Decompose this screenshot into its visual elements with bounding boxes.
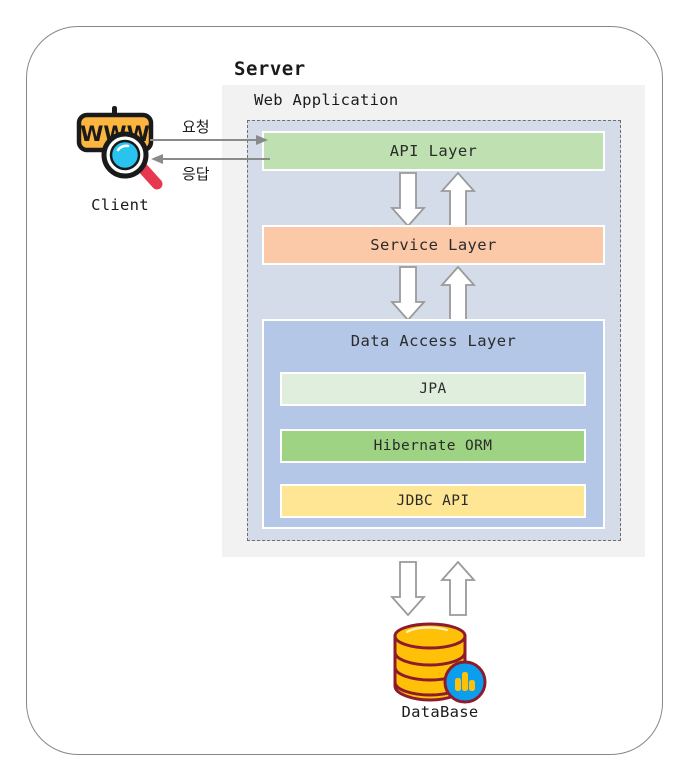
- client-label: Client: [91, 196, 149, 214]
- arrow-pair-service-dal: [378, 266, 488, 322]
- database-ring-1: [393, 651, 467, 667]
- server-title: Server: [234, 58, 306, 80]
- arrow-pair-svg: [389, 561, 477, 617]
- request-arrow-head-icon: [256, 135, 268, 145]
- database-label: DataBase: [401, 703, 479, 721]
- hibernate-orm-box[interactable]: Hibernate ORM: [280, 429, 586, 463]
- lens-glint-icon: [116, 144, 130, 152]
- database-icon-group[interactable]: [385, 622, 495, 704]
- client-icon-group[interactable]: WWW: [68, 105, 172, 215]
- jdbc-api-box[interactable]: JDBC API: [280, 484, 586, 518]
- arrow-up-icon: [439, 172, 477, 227]
- data-access-layer-title: Data Access Layer: [350, 332, 517, 350]
- arrow-pair-svg: [389, 172, 477, 228]
- arrow-down-icon: [389, 266, 427, 322]
- arrow-up-icon: [439, 561, 477, 616]
- response-label: 응답: [182, 165, 210, 183]
- chart-bars-icon: [455, 672, 475, 691]
- data-access-layer-box[interactable]: Data Access Layer JPA Hibernate ORM JDBC…: [262, 319, 605, 529]
- arrow-down-icon: [389, 561, 427, 617]
- client-server-flow-arrows: [150, 128, 270, 178]
- service-layer-box[interactable]: Service Layer: [262, 225, 605, 265]
- arrow-down-icon: [389, 172, 427, 228]
- arrow-pair-svg: [389, 266, 477, 322]
- arrow-pair-api-service: [378, 172, 488, 228]
- client-www-magnifier-icon: WWW: [76, 106, 163, 190]
- arrow-up-icon: [439, 266, 477, 321]
- request-label: 요청: [182, 118, 210, 136]
- arrow-pair-dal-database: [378, 561, 488, 617]
- database-highlight-icon: [405, 626, 449, 634]
- database-cylinder-icon: [393, 622, 487, 704]
- response-arrow-head-icon: [151, 154, 163, 164]
- jpa-box[interactable]: JPA: [280, 372, 586, 406]
- api-layer-box[interactable]: API Layer: [262, 131, 605, 171]
- web-application-title: Web Application: [254, 91, 399, 109]
- flow-arrows-svg: [150, 135, 270, 164]
